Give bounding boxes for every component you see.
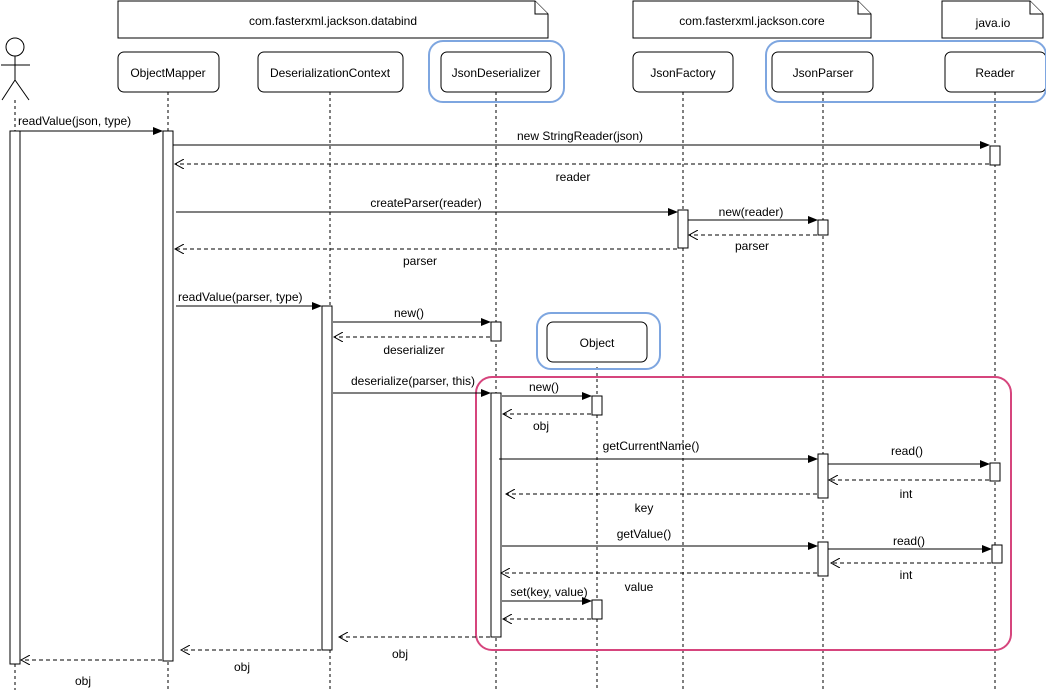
package-label-core: com.fasterxml.jackson.core (679, 14, 825, 28)
message-label: obj (75, 674, 91, 688)
message-readvalue-parser: readValue(parser, type) (176, 290, 322, 310)
activation-jsonparser-3 (817, 541, 829, 577)
participant-label: DeserializationContext (270, 66, 391, 80)
message-label: int (900, 487, 913, 501)
participant-object: Object (546, 321, 648, 363)
activation-reader-1 (989, 145, 1001, 166)
highlight-jsondeserializer (428, 40, 565, 103)
highlight-deserialize-block (475, 376, 1012, 651)
activation-reader-3 (991, 544, 1003, 564)
activation-jsonfactory (677, 209, 689, 249)
message-label: set(key, value) (510, 585, 587, 599)
participant-deserializationcontext: DeserializationContext (257, 51, 404, 93)
message-label: key (635, 501, 654, 515)
message-label: obj (533, 419, 549, 433)
activation-actor (9, 130, 21, 665)
participant-jsonparser: JsonParser (771, 51, 874, 93)
actor-icon (1, 37, 30, 101)
message-label: read() (891, 444, 923, 458)
message-label: new() (394, 306, 424, 320)
participant-label: Object (580, 336, 615, 350)
activation-object-2 (591, 599, 603, 620)
participant-label: JsonFactory (650, 66, 715, 80)
participant-objectmapper: ObjectMapper (117, 51, 220, 93)
participant-label: ObjectMapper (130, 66, 205, 80)
package-label-databind: com.fasterxml.jackson.databind (249, 14, 417, 28)
return-key: key (506, 494, 817, 515)
message-new-object: new() (502, 380, 592, 400)
message-read-1: read() (828, 444, 990, 468)
activation-reader-2 (989, 462, 1001, 482)
participant-jsondeserializer: JsonDeserializer (440, 51, 552, 93)
activation-objectmapper (162, 130, 174, 662)
message-label: new StringReader(json) (517, 129, 643, 143)
return-obj-2: obj (339, 637, 490, 661)
participant-reader: Reader (944, 51, 1046, 93)
message-label: deserializer (383, 343, 444, 357)
return-int-1: int (829, 480, 989, 501)
message-readvalue-json: readValue(json, type) (18, 114, 163, 135)
message-label: int (900, 568, 913, 582)
return-obj-4: obj (21, 660, 162, 688)
participant-label: JsonDeserializer (452, 66, 541, 80)
package-note-databind: com.fasterxml.jackson.databind (117, 0, 549, 39)
message-new-stringreader: new StringReader(json) (173, 129, 990, 149)
message-label: obj (392, 647, 408, 661)
message-set: set(key, value) (502, 585, 592, 605)
package-label-java-io: java.io (975, 16, 1011, 30)
message-label: deserialize(parser, this) (351, 374, 475, 388)
message-createparser: createParser(reader) (176, 196, 678, 216)
package-note-java-io: java.io (941, 0, 1044, 39)
return-reader: reader (175, 164, 989, 184)
message-new-reader: new(reader) (688, 205, 818, 224)
message-label: createParser(reader) (370, 196, 481, 210)
message-label: parser (735, 239, 769, 253)
activation-jsonparser-2 (817, 453, 829, 499)
message-label: readValue(parser, type) (178, 290, 303, 304)
message-label: readValue(json, type) (18, 114, 131, 128)
message-read-2: read() (828, 534, 992, 553)
activation-deserializationcontext (321, 305, 333, 651)
message-getvalue: getValue() (502, 527, 818, 550)
activation-jsonparser-1 (817, 219, 829, 236)
message-label: obj (234, 660, 250, 674)
message-getcurrentname: getCurrentName() (499, 439, 818, 463)
message-label: reader (556, 170, 591, 184)
return-deserializer: deserializer (334, 337, 490, 357)
activation-jsondeserializer-2 (490, 392, 502, 638)
highlight-object (536, 312, 661, 370)
message-deserialize: deserialize(parser, this) (333, 374, 491, 397)
return-int-2: int (831, 563, 991, 582)
activation-jsondeserializer-1 (490, 321, 502, 342)
return-obj-3: obj (181, 650, 321, 674)
message-label: getValue() (617, 527, 671, 541)
return-value: value (501, 573, 817, 594)
participant-label: Reader (975, 66, 1014, 80)
message-label: value (625, 580, 654, 594)
participant-label: JsonParser (793, 66, 854, 80)
message-label: parser (403, 254, 437, 268)
package-note-core: com.fasterxml.jackson.core (632, 0, 872, 39)
message-label: getCurrentName() (603, 439, 700, 453)
return-obj-1: obj (503, 414, 591, 433)
message-label: new() (529, 380, 559, 394)
message-label: read() (893, 534, 925, 548)
message-new-deserializer: new() (333, 306, 491, 326)
activation-object-1 (591, 395, 603, 416)
return-parser-2: parser (175, 249, 677, 268)
return-parser-1: parser (689, 235, 817, 253)
highlight-parser-reader (765, 40, 1046, 103)
message-label: new(reader) (719, 205, 784, 219)
participant-jsonfactory: JsonFactory (632, 51, 734, 93)
